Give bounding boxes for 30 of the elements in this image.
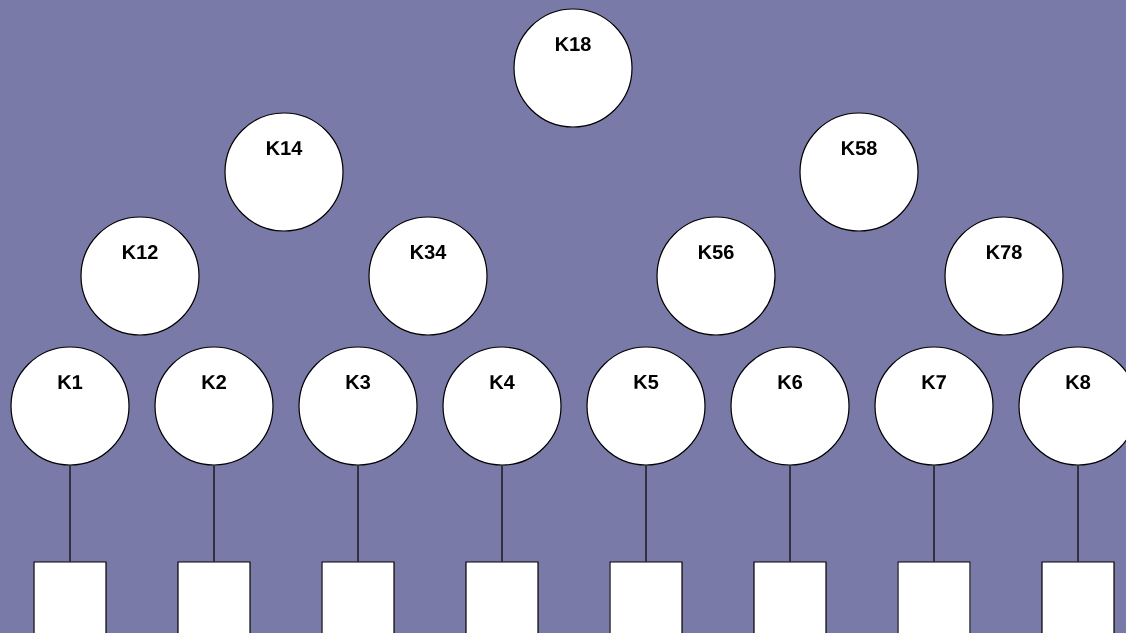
circle-node: K8 — [1018, 346, 1126, 466]
connector-line — [933, 465, 935, 562]
connector-line — [213, 465, 215, 562]
circle-node: K4 — [442, 346, 562, 466]
circle-node: K3 — [298, 346, 418, 466]
connector-line — [357, 465, 359, 562]
square-box — [753, 561, 827, 633]
square-box — [1041, 561, 1115, 633]
circle-node: K1 — [10, 346, 130, 466]
connector-line — [69, 465, 71, 562]
circle-node: K56 — [656, 216, 776, 336]
circle-node: K12 — [80, 216, 200, 336]
circle-node: K6 — [730, 346, 850, 466]
square-box — [321, 561, 395, 633]
connector-line — [645, 465, 647, 562]
square-box — [177, 561, 251, 633]
connector-line — [789, 465, 791, 562]
square-box — [465, 561, 539, 633]
square-box — [33, 561, 107, 633]
circle-node: K58 — [799, 112, 919, 232]
circle-node: K78 — [944, 216, 1064, 336]
circle-node: K2 — [154, 346, 274, 466]
circle-node: K34 — [368, 216, 488, 336]
connector-line — [501, 465, 503, 562]
square-box — [609, 561, 683, 633]
circle-node: K5 — [586, 346, 706, 466]
circle-node: K18 — [513, 8, 633, 128]
connector-line — [1077, 465, 1079, 562]
circle-node: K7 — [874, 346, 994, 466]
circle-node: K14 — [224, 112, 344, 232]
